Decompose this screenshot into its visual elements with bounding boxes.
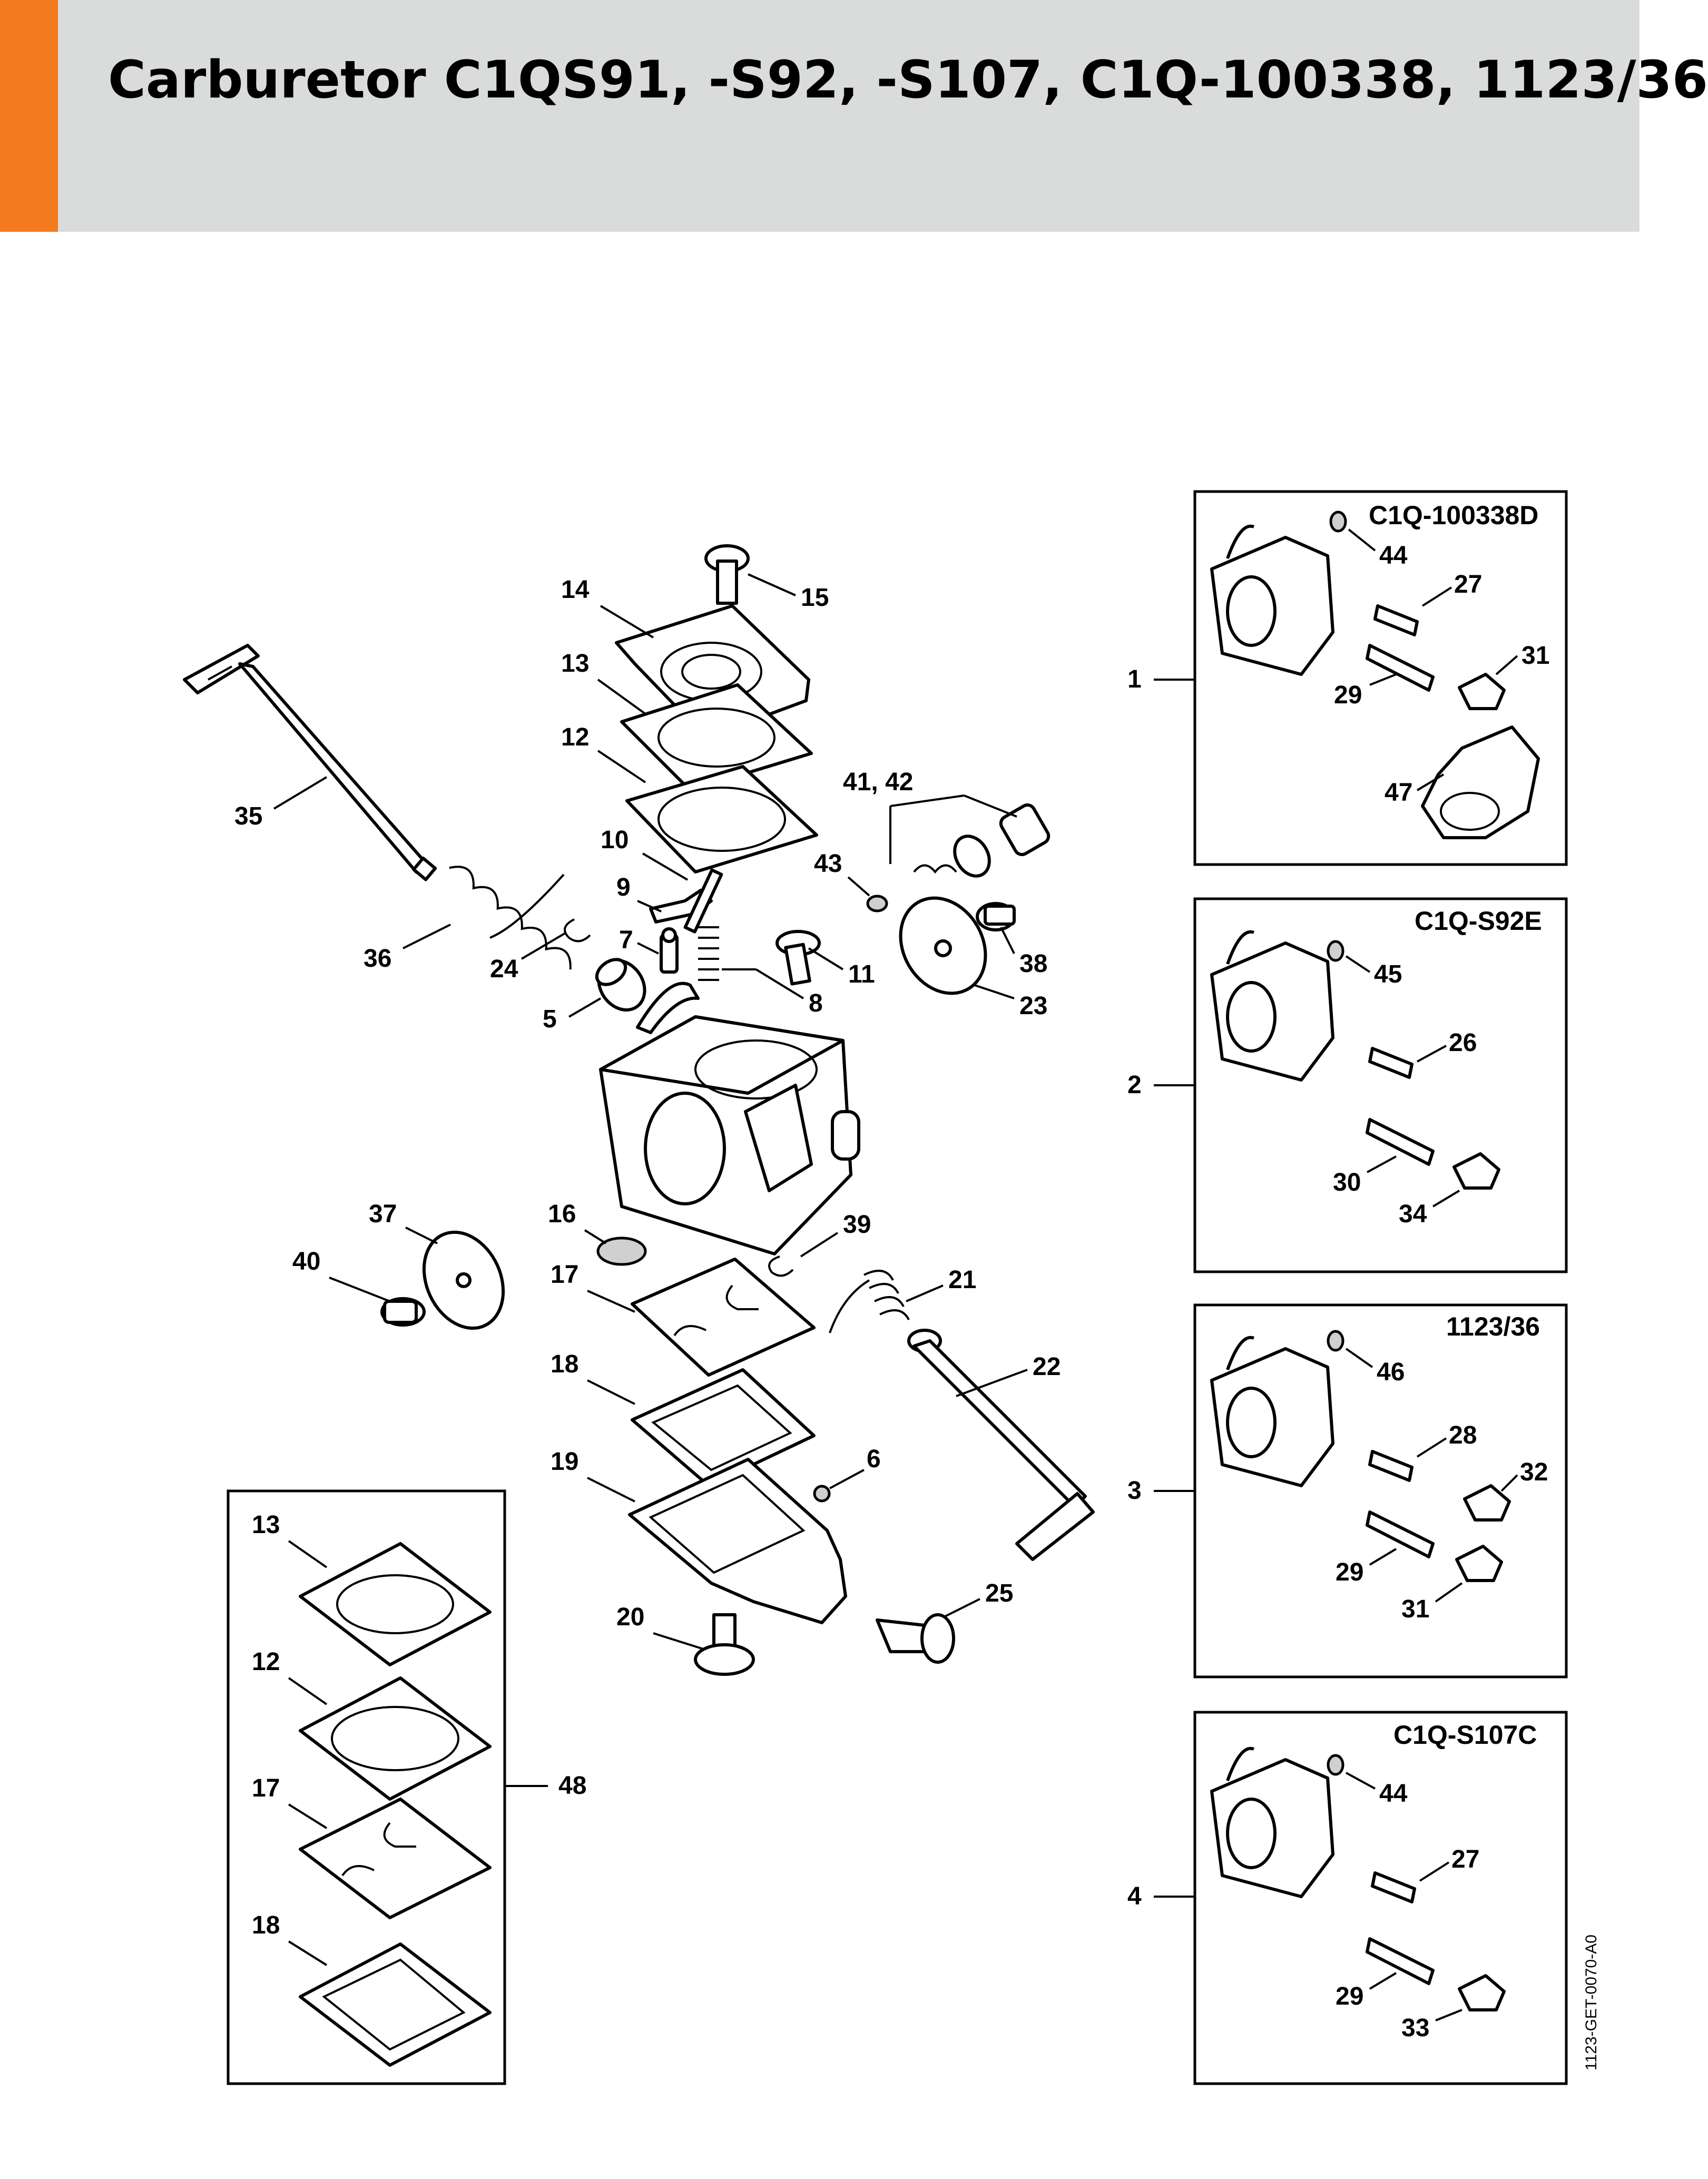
callout-23: 23 — [1019, 992, 1047, 1020]
callout-48: 48 — [558, 1772, 586, 1800]
variant-4-title: C1Q-S107C — [1393, 1720, 1537, 1750]
clip-39 — [768, 1255, 794, 1277]
callout-9: 9 — [616, 873, 631, 901]
callout-25: 25 — [985, 1579, 1013, 1607]
clip-24 — [564, 918, 591, 943]
strainer-16 — [596, 1236, 647, 1266]
metering-cover-19 — [628, 1458, 847, 1624]
callout-39: 39 — [843, 1211, 871, 1239]
callout-3: 3 — [1127, 1477, 1142, 1505]
callout-4: 4 — [1127, 1882, 1142, 1910]
variant-1-title: C1Q-100338D — [1369, 500, 1538, 530]
callout-36: 36 — [364, 945, 391, 973]
variant-2-title: C1Q-S92E — [1415, 906, 1542, 936]
callout-20: 20 — [616, 1603, 644, 1631]
screw-11 — [776, 930, 821, 986]
svg-text:29: 29 — [1336, 1558, 1363, 1586]
gasket-18 — [631, 1368, 816, 1487]
callout-10: 10 — [601, 826, 629, 854]
svg-text:31: 31 — [1401, 1595, 1429, 1623]
variant-box-4: C1Q-S107C 4 44 27 29 33 — [1127, 1711, 1568, 2085]
svg-text:26: 26 — [1449, 1029, 1477, 1057]
kit-label-13: 13 — [252, 1511, 280, 1539]
variant-box-3: 1123/36 3 46 28 32 29 31 — [1127, 1303, 1568, 1679]
svg-text:31: 31 — [1522, 642, 1549, 670]
svg-text:32: 32 — [1520, 1458, 1548, 1486]
svg-text:30: 30 — [1333, 1169, 1361, 1196]
exploded-parts-diagram: 14 15 13 12 10 9 7 5 8 11 41, 42 43 38 2… — [183, 490, 1600, 2085]
ball-6 — [813, 1485, 831, 1503]
page-title: Carburetor C1QS91, -S92, -S107, C1Q-1003… — [108, 50, 1708, 110]
carburetor-body — [599, 981, 860, 1255]
svg-text:28: 28 — [1449, 1421, 1477, 1449]
callout-17: 17 — [551, 1261, 578, 1289]
callout-13: 13 — [561, 650, 589, 678]
kit-box — [227, 1489, 506, 2085]
callout-22: 22 — [1033, 1353, 1061, 1381]
throttle-disc-37 — [422, 1230, 505, 1330]
callout-21: 21 — [948, 1266, 976, 1294]
metering-diaphragm-17 — [631, 1258, 816, 1377]
svg-text:46: 46 — [1377, 1358, 1405, 1386]
lever-9 — [649, 889, 713, 924]
pin-10 — [683, 868, 723, 934]
callout-18: 18 — [551, 1350, 578, 1378]
kit-label-17: 17 — [252, 1774, 280, 1802]
kit-label-12: 12 — [252, 1648, 280, 1676]
callout-6: 6 — [867, 1445, 881, 1473]
drawing-reference: 1123-GET-0070-A0 — [1583, 1935, 1600, 2070]
kit-label-18: 18 — [252, 1911, 280, 1939]
callout-11: 11 — [848, 960, 875, 988]
callout-19: 19 — [551, 1448, 578, 1476]
callout-14: 14 — [561, 576, 590, 604]
svg-text:29: 29 — [1336, 1982, 1363, 2010]
gasket-12 — [625, 765, 818, 873]
inlet-needle-7 — [660, 927, 679, 974]
svg-text:34: 34 — [1399, 1200, 1427, 1228]
spring-36 — [449, 866, 572, 970]
callout-35: 35 — [234, 802, 262, 830]
svg-text:33: 33 — [1401, 2014, 1429, 2042]
choke-plate-23 — [899, 896, 987, 995]
svg-text:45: 45 — [1374, 960, 1402, 988]
callout-24: 24 — [490, 955, 518, 983]
svg-text:47: 47 — [1385, 779, 1412, 807]
fuel-fitting-41-42 — [866, 803, 1051, 912]
lever-shaft-22 — [907, 1329, 1095, 1561]
callout-1: 1 — [1127, 665, 1142, 693]
accent-stripe — [0, 0, 58, 232]
callout-5: 5 — [543, 1005, 557, 1033]
header-band — [0, 0, 1640, 232]
callout-38: 38 — [1019, 950, 1047, 978]
callout-37: 37 — [369, 1200, 397, 1228]
choke-screw-38 — [976, 902, 1016, 931]
spring-8 — [698, 926, 719, 981]
screw-20 — [694, 1613, 755, 1676]
callout-41-42: 41, 42 — [843, 768, 913, 796]
svg-text:27: 27 — [1454, 571, 1482, 598]
callout-40: 40 — [292, 1248, 320, 1275]
callout-43: 43 — [814, 850, 842, 878]
callout-16: 16 — [548, 1200, 576, 1228]
svg-text:44: 44 — [1379, 542, 1408, 570]
screw-40 — [380, 1297, 426, 1327]
variant-box-1: C1Q-100338D 1 44 27 29 31 47 — [1127, 490, 1568, 866]
variant-3-title: 1123/36 — [1446, 1312, 1540, 1341]
cover-screw-15 — [704, 544, 750, 605]
callout-8: 8 — [809, 989, 823, 1017]
callout-15: 15 — [801, 584, 829, 612]
svg-text:44: 44 — [1379, 1780, 1408, 1808]
variant-box-2: C1Q-S92E 2 45 26 30 34 — [1127, 897, 1568, 1273]
throttle-shaft-35 — [183, 644, 437, 881]
adjusting-screw-25 — [876, 1613, 955, 1664]
cap-5 — [595, 958, 646, 1012]
callout-2: 2 — [1127, 1071, 1142, 1099]
svg-text:29: 29 — [1334, 681, 1362, 709]
callout-12: 12 — [561, 723, 589, 751]
spring-21 — [863, 1270, 910, 1320]
callout-7: 7 — [619, 926, 633, 954]
svg-text:27: 27 — [1451, 1846, 1479, 1873]
pump-diaphragm-13 — [620, 683, 813, 792]
